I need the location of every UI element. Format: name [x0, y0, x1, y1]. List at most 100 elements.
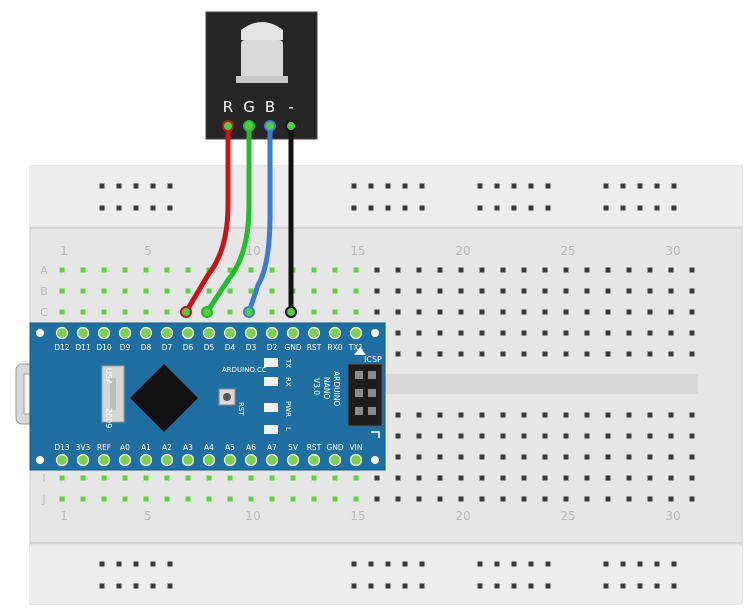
breadboard-hole	[458, 475, 464, 481]
model-line: ARDUINO	[332, 371, 341, 406]
rail-hole	[528, 183, 534, 189]
wire-ends	[180, 120, 297, 318]
rail-hole	[511, 561, 517, 567]
breadboard-hole	[437, 351, 443, 357]
icsp-pin	[355, 407, 363, 415]
icsp-arrow	[354, 347, 366, 355]
nano-pin	[139, 326, 153, 340]
rail-hole	[603, 183, 609, 189]
rail-hole	[528, 583, 534, 589]
breadboard-hole	[458, 288, 464, 294]
breadboard-hole	[395, 433, 401, 439]
breadboard-hole	[458, 351, 464, 357]
breadboard-hole	[164, 267, 170, 273]
column-number: 25	[560, 244, 575, 258]
breadboard-hole	[500, 433, 506, 439]
breadboard-hole	[416, 309, 422, 315]
mounting-hole	[371, 456, 379, 464]
breadboard-hole	[668, 330, 674, 336]
rail-hole	[603, 561, 609, 567]
breadboard-hole	[248, 267, 254, 273]
column-number: 1	[60, 509, 68, 523]
rgb-pin-label: B	[265, 98, 275, 116]
row-letter: I	[42, 472, 45, 485]
breadboard-hole	[626, 475, 632, 481]
model-line: V3.0	[312, 378, 321, 395]
breadboard-hole	[500, 267, 506, 273]
breadboard-hole	[563, 288, 569, 294]
breadboard-hole	[563, 496, 569, 502]
breadboard-hole	[122, 496, 128, 502]
breadboard-hole	[374, 309, 380, 315]
rail-hole	[368, 583, 374, 589]
icsp-pin	[368, 389, 376, 397]
breadboard-hole	[101, 267, 107, 273]
breadboard-hole	[311, 267, 317, 273]
nano-pin	[181, 326, 195, 340]
rail-hole	[116, 183, 122, 189]
breadboard-hole	[59, 267, 65, 273]
breadboard-hole	[689, 267, 695, 273]
rail-hole	[385, 183, 391, 189]
breadboard-hole	[206, 475, 212, 481]
breadboard-hole	[479, 351, 485, 357]
breadboard-hole	[59, 475, 65, 481]
nano-pin	[118, 453, 132, 467]
breadboard-hole	[584, 454, 590, 460]
rail-hole	[671, 183, 677, 189]
wire-end-top	[264, 120, 276, 132]
breadboard-hole	[563, 433, 569, 439]
wire-end-top	[243, 120, 255, 132]
breadboard-hole	[437, 475, 443, 481]
breadboard-hole	[185, 267, 191, 273]
breadboard-hole	[479, 267, 485, 273]
breadboard-hole	[353, 475, 359, 481]
breadboard-hole	[332, 475, 338, 481]
rgb-led-rim	[236, 76, 288, 83]
breadboard-hole	[122, 267, 128, 273]
breadboard-hole	[542, 475, 548, 481]
breadboard-hole	[500, 475, 506, 481]
breadboard-hole	[143, 309, 149, 315]
breadboard-hole	[500, 351, 506, 357]
rail-hole	[545, 183, 551, 189]
breadboard-hole	[248, 475, 254, 481]
icsp-pin	[355, 389, 363, 397]
nano-pin-label: VIN	[350, 443, 363, 452]
rail-hole	[654, 583, 660, 589]
breadboard-hole	[227, 288, 233, 294]
wire-green	[204, 123, 252, 315]
breadboard-hole	[500, 330, 506, 336]
breadboard-hole	[164, 309, 170, 315]
rail-hole	[99, 561, 105, 567]
breadboard-hole	[479, 475, 485, 481]
breadboard-hole	[563, 267, 569, 273]
breadboard-hole	[143, 288, 149, 294]
breadboard-hole	[647, 330, 653, 336]
nano-pin-label: A0	[120, 443, 130, 452]
rail-hole	[637, 583, 643, 589]
nano-pin	[328, 326, 342, 340]
breadboard-hole	[563, 475, 569, 481]
rail-hole	[545, 561, 551, 567]
breadboard-hole	[206, 288, 212, 294]
breadboard-hole	[542, 330, 548, 336]
breadboard-hole	[668, 454, 674, 460]
nano-pin-label: D5	[204, 343, 215, 352]
wire-end-bottom	[201, 306, 213, 318]
breadboard-hole	[626, 433, 632, 439]
nano-pin	[349, 453, 363, 467]
nano-pins-top	[55, 326, 363, 340]
breadboard-hole	[521, 412, 527, 418]
breadboard-hole	[668, 309, 674, 315]
nano-pin	[307, 453, 321, 467]
breadboard-hole	[332, 496, 338, 502]
rst-button-label: RST	[237, 402, 245, 416]
rail-hole	[477, 561, 483, 567]
breadboard-hole	[458, 330, 464, 336]
nano-pin-label: RST	[307, 443, 322, 452]
breadboard-hole	[437, 309, 443, 315]
nano-pin	[55, 453, 69, 467]
breadboard-hole	[521, 433, 527, 439]
